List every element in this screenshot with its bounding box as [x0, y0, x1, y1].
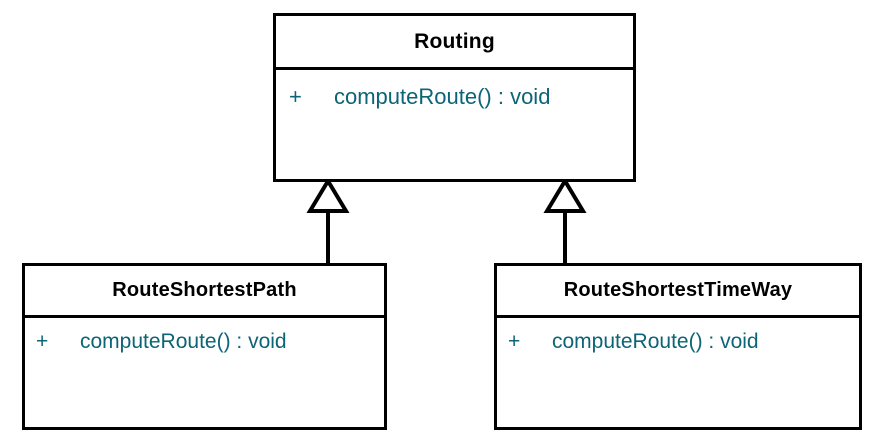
method-visibility-marker: +	[36, 330, 49, 353]
class-method-row-routing: + computeRoute() : void	[276, 70, 633, 110]
generalization-route-shortest-path	[306, 177, 350, 264]
method-signature-label: computeRoute() : void	[552, 330, 759, 353]
class-name-label-route-shortest-time-way: RouteShortestTimeWay	[563, 279, 793, 301]
class-members-compartment-routing: + computeRoute() : void	[276, 70, 633, 179]
method-signature-label: computeRoute() : void	[80, 330, 287, 353]
generalization-arrowhead-left	[306, 177, 350, 213]
class-name-compartment-route-shortest-path: RouteShortestPath	[25, 266, 384, 318]
class-members-compartment-route-shortest-time-way: + computeRoute() : void	[497, 318, 859, 427]
method-visibility-marker: +	[289, 84, 302, 109]
method-visibility-marker: +	[508, 330, 521, 353]
method-signature-label: computeRoute() : void	[334, 84, 551, 109]
class-method-row-route-shortest-time-way: + computeRoute() : void	[497, 318, 859, 354]
uml-class-route-shortest-time-way[interactable]: RouteShortestTimeWay + computeRoute() : …	[494, 263, 862, 430]
uml-class-routing[interactable]: Routing + computeRoute() : void	[273, 13, 636, 182]
class-name-compartment-route-shortest-time-way: RouteShortestTimeWay	[497, 266, 859, 318]
class-name-label-routing: Routing	[414, 29, 495, 53]
uml-class-route-shortest-path[interactable]: RouteShortestPath + computeRoute() : voi…	[22, 263, 387, 430]
generalization-arrowhead-right	[543, 177, 587, 213]
class-name-label-route-shortest-path: RouteShortestPath	[112, 279, 297, 301]
class-members-compartment-route-shortest-path: + computeRoute() : void	[25, 318, 384, 427]
class-method-row-route-shortest-path: + computeRoute() : void	[25, 318, 384, 354]
class-name-compartment-routing: Routing	[276, 16, 633, 70]
generalization-route-shortest-time-way	[543, 177, 587, 264]
